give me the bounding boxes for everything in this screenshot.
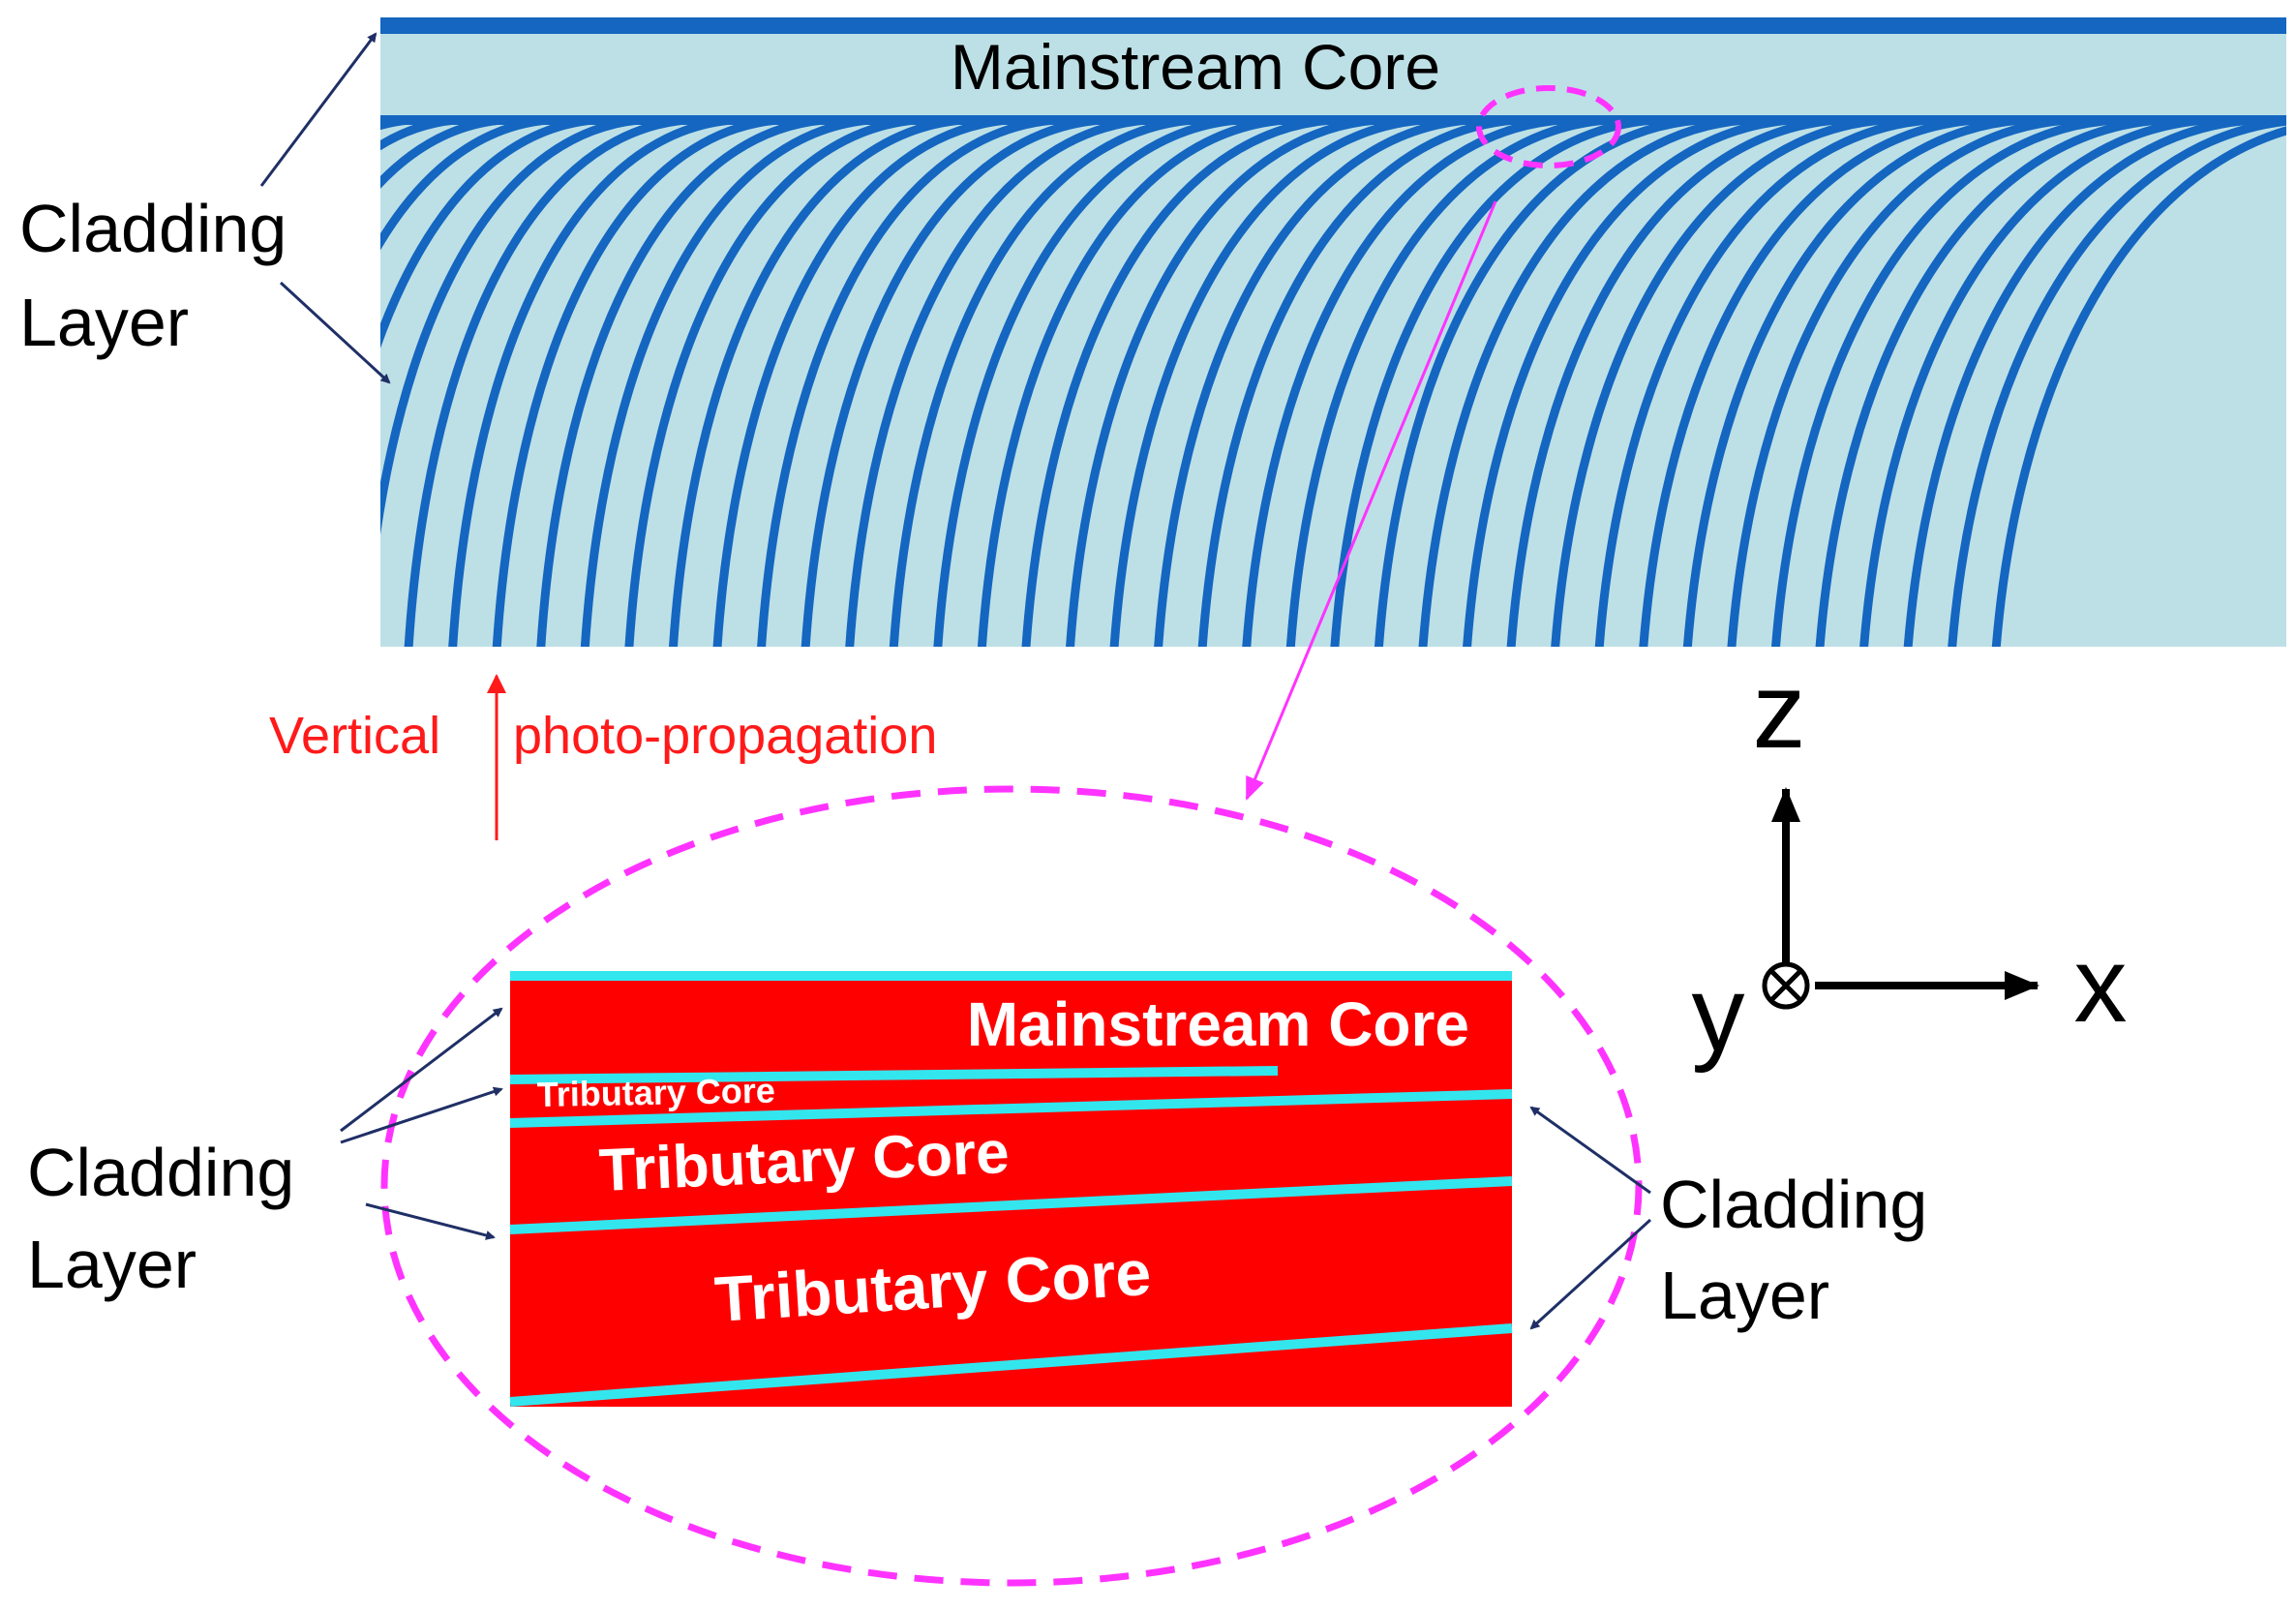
- cladding-line-3: [509, 1176, 1513, 1234]
- cladding-label-line2: Layer: [19, 285, 189, 360]
- tributary-arc: [492, 118, 779, 647]
- tributary-arcs: [380, 118, 2286, 647]
- tributary-arc: [669, 118, 963, 647]
- bottom-left-cladding-label: Cladding Layer: [27, 1007, 503, 1302]
- tributary-arc: [380, 118, 641, 535]
- y-axis-label: y: [1692, 955, 1745, 1074]
- tributary-arc: [1991, 126, 2286, 647]
- tributary-arc: [1682, 118, 2023, 647]
- zoomed-cross-section: Mainstream Core Tributary Core Tributary…: [380, 785, 1643, 1587]
- tributary-arc: [1021, 118, 1332, 647]
- tributary-arc: [380, 118, 502, 189]
- tributary-arc: [380, 118, 594, 349]
- tributary-arc: [1594, 118, 1930, 647]
- tributary-arc: [1154, 118, 1470, 647]
- top-panel: Mainstream Core: [380, 17, 2286, 647]
- cladding-arrow-1: [340, 1007, 503, 1133]
- propagation-label-left: Vertical: [269, 707, 440, 765]
- core-bottom-cladding: [380, 115, 2286, 125]
- cladding-line-2: [509, 1089, 1513, 1128]
- top-mainstream-core-label: Mainstream Core: [951, 31, 1440, 103]
- cladding-arrow-top: [259, 32, 378, 187]
- tributary-arc: [1771, 118, 2115, 647]
- cladding-label-line1: Cladding: [1660, 1167, 1927, 1242]
- tributary-arc: [380, 118, 457, 151]
- cladding-line-4: [509, 1323, 1513, 1407]
- tributary-arc: [536, 118, 825, 647]
- tributary-arc: [1330, 118, 1654, 647]
- propagation-indicator: Vertical photo-propagation: [269, 674, 937, 840]
- tributary-arc: [1375, 118, 1701, 647]
- cladding-line-1: [509, 1066, 1279, 1084]
- zoom-connector-arrow: [1245, 200, 1497, 801]
- cladding-arrow-side: [279, 281, 391, 384]
- cladding-label-line2: Layer: [27, 1227, 196, 1302]
- tributary-arc: [448, 118, 733, 647]
- cladding-arrow-lower: [1529, 1218, 1652, 1330]
- tributary-arc: [1197, 118, 1516, 647]
- x-axis-label: x: [2074, 926, 2128, 1045]
- tributary-arc: [1859, 118, 2207, 647]
- coordinate-axes: z x y: [1692, 652, 2128, 1074]
- cladding-label-line1: Cladding: [27, 1135, 294, 1210]
- tributary-core-label-small: Tributary Core: [536, 1071, 775, 1114]
- tributary-arc: [712, 118, 1010, 647]
- tributary-arc: [1727, 118, 2069, 647]
- tributary-arc: [1109, 118, 1424, 647]
- top-panel-background: [380, 17, 2286, 647]
- cladding-arrow-3: [365, 1202, 496, 1240]
- tributary-arc: [889, 118, 1193, 647]
- tributary-arc: [1948, 118, 2286, 647]
- tributary-arc: [977, 118, 1285, 647]
- tributary-arc: [380, 118, 549, 251]
- tributary-arc: [580, 118, 871, 647]
- tributary-arc: [1463, 118, 1793, 647]
- tributary-arc: [1639, 118, 1977, 647]
- tributary-arc: [1285, 118, 1608, 647]
- tributary-arc: [757, 118, 1055, 647]
- tributary-arc: [933, 118, 1240, 647]
- cladding-label-line1: Cladding: [19, 191, 287, 266]
- tributary-arc: [1418, 118, 1746, 647]
- zoom-top-cladding: [510, 971, 1512, 981]
- tributary-arc: [1242, 118, 1562, 647]
- tributary-arc: [1506, 118, 1838, 647]
- top-left-cladding-label: Cladding Layer: [19, 32, 391, 384]
- z-axis-label: z: [1753, 652, 1806, 771]
- propagation-label-right: photo-propagation: [513, 707, 937, 765]
- top-cladding-strip: [380, 17, 2286, 34]
- cladding-label-line2: Layer: [1660, 1258, 1829, 1333]
- bottom-right-cladding-label: Cladding Layer: [1529, 1106, 1927, 1333]
- zoom-mainstream-core-label: Mainstream Core: [967, 989, 1469, 1059]
- cladding-arrow-upper: [1529, 1106, 1651, 1195]
- tributary-arc: [1903, 118, 2253, 647]
- tributary-arc: [801, 118, 1102, 647]
- tributary-arc: [1815, 118, 2160, 647]
- cladding-arrow-2: [340, 1086, 503, 1144]
- tributary-arc: [1066, 118, 1377, 647]
- tributary-arc: [845, 118, 1147, 647]
- tributary-arc: [404, 118, 686, 647]
- zoom-source-ellipse: [1476, 85, 1621, 168]
- tributary-arc: [1551, 118, 1885, 647]
- tributary-arc: [624, 118, 917, 647]
